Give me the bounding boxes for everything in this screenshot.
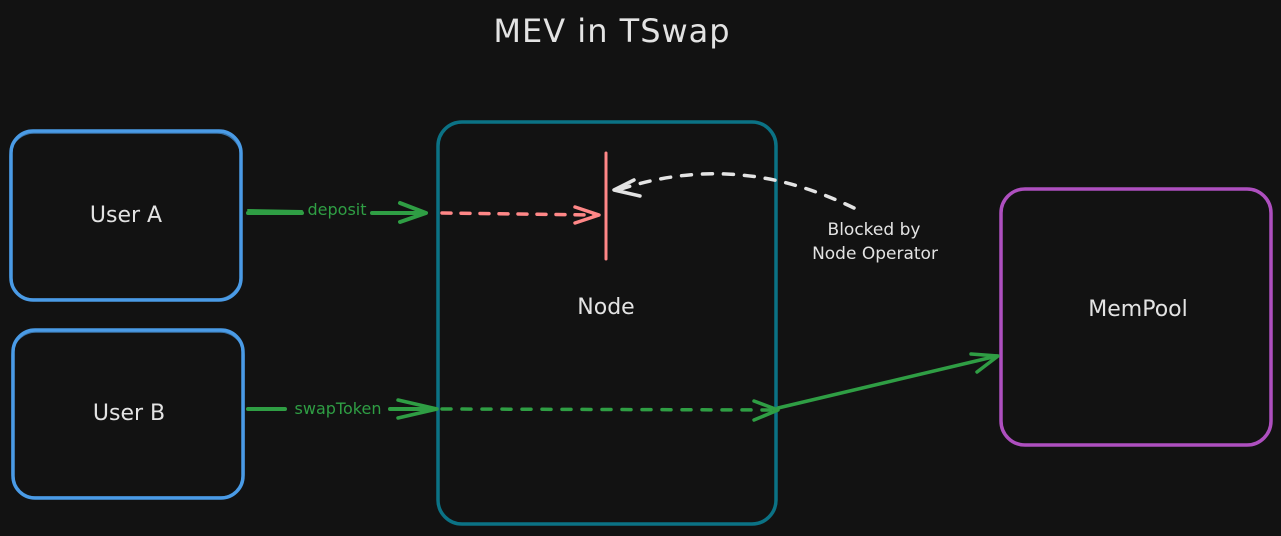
user-a-label: User A	[90, 203, 162, 228]
note-line-1: Blocked by	[828, 220, 921, 240]
diagram-title: MEV in TSwap	[493, 12, 730, 50]
note-line-2: Node Operator	[812, 244, 938, 264]
operator-note: Blocked by Node Operator	[812, 220, 938, 264]
user-b-label: User B	[93, 401, 165, 426]
node-box[interactable]: Node	[436, 120, 778, 526]
swap-token-label: swapToken	[295, 399, 382, 418]
deposit-arrow: deposit	[246, 200, 428, 224]
user-a-box[interactable]: User A	[9, 129, 243, 302]
node-label: Node	[577, 295, 634, 320]
user-b-box[interactable]: User B	[11, 328, 245, 500]
swap-token-arrow: swapToken	[246, 398, 439, 420]
mempool-box[interactable]: MemPool	[999, 187, 1273, 447]
deposit-label: deposit	[308, 200, 367, 219]
deposit-blocked-arrow	[440, 205, 601, 225]
mempool-label: MemPool	[1088, 297, 1187, 322]
operator-block-arrow	[612, 172, 856, 210]
to-mempool-arrow	[776, 352, 1000, 410]
swap-token-dashed-arrow	[440, 399, 780, 422]
